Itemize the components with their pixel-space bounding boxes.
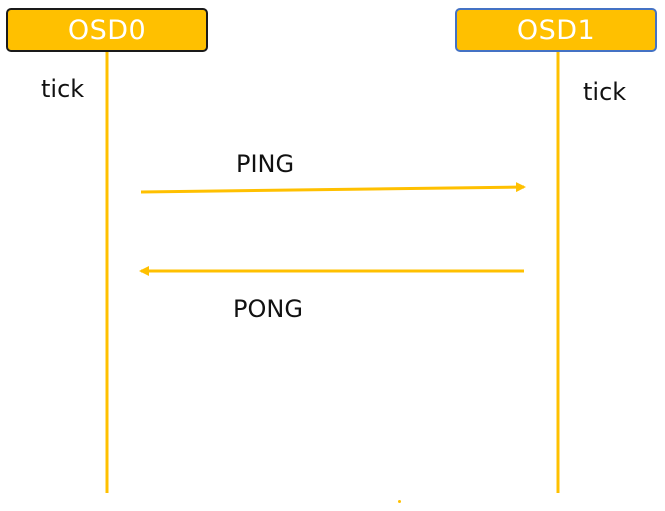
ping-arrow: [140, 182, 526, 194]
tick-note-osd0: tick: [41, 75, 85, 103]
ping-message-label: PING: [236, 150, 295, 178]
pong-message-label: PONG: [233, 295, 303, 323]
actor-osd1: OSD1: [455, 8, 657, 52]
actor-osd0: OSD0: [6, 8, 208, 52]
tick-note-osd1: tick: [583, 78, 627, 106]
actor-osd1-label: OSD1: [516, 14, 596, 46]
actor-osd0-label: OSD0: [67, 14, 147, 46]
decorative-dot: [398, 500, 401, 503]
